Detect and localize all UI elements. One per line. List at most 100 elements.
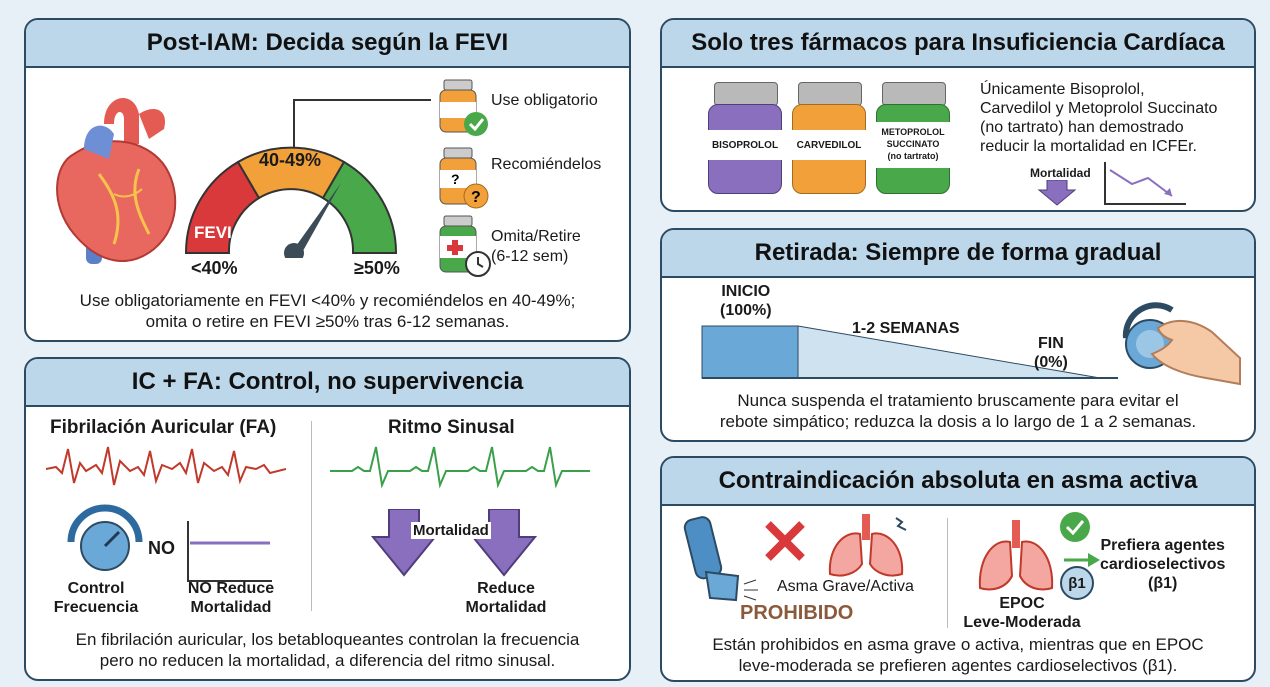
connector-lines [293, 99, 431, 148]
panel-title: Retirada: Siempre de forma gradual [662, 230, 1254, 278]
caption-line: Use obligatoriamente en FEVI <40% y reco… [79, 291, 576, 310]
cross-icon [765, 521, 805, 561]
panel-title: Post-IAM: Decida según la FEVI [26, 20, 629, 68]
panel-caption: Use obligatoriamente en FEVI <40% y reco… [26, 290, 629, 332]
start-label: INICIO (100%) [720, 282, 772, 320]
caption-line: leve-moderada se prefieren agentes cardi… [738, 656, 1178, 675]
bottle-clock-icon [439, 215, 491, 277]
caption-line: rebote simpático; reduzca la dosis a lo … [719, 412, 1197, 431]
prefer-line: cardioselectivos [1100, 556, 1226, 573]
mortality-label: Mortalidad [411, 522, 491, 539]
panel-withdrawal: Retirada: Siempre de forma gradual INICI… [660, 228, 1256, 442]
no-reduce-line: Mortalidad [190, 599, 272, 616]
drugs-text-line: (no tartrato) han demostrado [980, 119, 1184, 136]
end-label: FIN (0%) [1034, 334, 1068, 372]
beta1-badge: β1 [1060, 566, 1094, 600]
drug-label-line: (no tartrato) [887, 151, 939, 161]
declining-chart-icon [1104, 162, 1186, 205]
drugs-text-line: reducir la mortalidad en ICFEr. [980, 138, 1197, 155]
bottle-carvedilol: CARVEDILOL [792, 82, 866, 194]
gauge-fevi-label: FEVI [194, 223, 232, 242]
panel-title: IC + FA: Control, no supervivencia [26, 359, 629, 407]
fevi-gauge [184, 146, 398, 258]
rs-ecg-trace [330, 446, 590, 489]
panel-ic-fa: IC + FA: Control, no supervivencia Fibri… [24, 357, 631, 681]
control-line: Control [67, 580, 125, 597]
down-arrow-icon [1037, 180, 1077, 206]
hand-dial-icon [1122, 302, 1241, 386]
beta1-label: β1 [1068, 574, 1086, 592]
lungs-icon [978, 520, 1054, 591]
panel-post-iam: Post-IAM: Decida según la FEVI 40-49% FE… [24, 18, 631, 342]
bottle-question-icon: ? ? [439, 147, 489, 209]
reduce-line: Reduce [477, 580, 535, 597]
gauge-low-label: <40% [191, 258, 238, 278]
drug-label: CARVEDILOL [792, 130, 866, 160]
svg-text:?: ? [471, 189, 481, 206]
drug-label-line: SUCCINATO [886, 139, 940, 149]
epoc-label: EPOC Leve-Moderada [962, 594, 1082, 632]
gauge-high-label: ≥50% [354, 258, 400, 278]
prefer-line: Prefiera agentes [1100, 537, 1225, 554]
caption-line: omita o retire en FEVI ≥50% tras 6-12 se… [145, 312, 510, 331]
frequency-dial-icon [67, 504, 143, 571]
divider [947, 518, 948, 628]
drugs-text-line: Únicamente Bisoprolol, [980, 81, 1145, 98]
arrow-right-icon [1064, 553, 1100, 567]
option-use: Use obligatorio [491, 92, 598, 109]
bottle-metoprolol: METOPROLOL SUCCINATO (no tartrato) [876, 82, 950, 194]
mortality-down-arrows [371, 509, 538, 577]
prefer-line: (β1) [1148, 575, 1178, 592]
option-omit-weeks: (6-12 sem) [491, 248, 569, 265]
inhaler-icon [683, 516, 758, 602]
reduce-label: Reduce Mortalidad [446, 579, 566, 617]
start-line: INICIO [721, 283, 771, 300]
start-line: (100%) [720, 302, 772, 319]
weeks-label: 1-2 SEMANAS [852, 320, 960, 337]
panel-title: Contraindicación absoluta en asma activa [662, 458, 1254, 506]
panel-asthma: Contraindicación absoluta en asma activa… [660, 456, 1256, 682]
epoc-line: Leve-Moderada [963, 614, 1081, 631]
option-omit: Omita/Retire [491, 228, 581, 245]
bottle-check-icon [439, 79, 488, 136]
panel-caption: En fibrilación auricular, los betabloque… [26, 629, 629, 671]
end-line: FIN [1038, 335, 1064, 352]
no-reduce-line: NO Reduce [187, 580, 275, 597]
reduce-line: Mortalidad [465, 599, 547, 616]
epoc-line: EPOC [999, 595, 1045, 612]
rs-heading: Ritmo Sinusal [388, 417, 515, 438]
drug-label: BISOPROLOL [708, 130, 782, 160]
end-line: (0%) [1034, 354, 1068, 371]
drug-label-line: METOPROLOL [881, 127, 945, 137]
panel-three-drugs: Solo tres fármacos para Insuficiencia Ca… [660, 18, 1256, 212]
svg-text:?: ? [451, 171, 460, 187]
caption-line: Están prohibidos en asma grave o activa,… [712, 635, 1204, 654]
gauge-mid-label: 40-49% [259, 150, 322, 170]
caption-line: pero no reducen la mortalidad, a diferen… [99, 651, 556, 670]
drug-label: METOPROLOL SUCCINATO (no tartrato) [876, 122, 950, 168]
lungs-icon [828, 514, 907, 577]
panel-caption: Nunca suspenda el tratamiento bruscament… [662, 390, 1254, 432]
drugs-text: Únicamente Bisoprolol, Carvedilol y Meto… [980, 80, 1217, 156]
fa-ecg-trace [46, 446, 286, 486]
caption-line: Nunca suspenda el tratamiento bruscament… [737, 391, 1179, 410]
caption-line: En fibrilación auricular, los betabloque… [75, 630, 580, 649]
no-reduce-label: NO Reduce Mortalidad [171, 579, 291, 617]
bottle-bisoprolol: BISOPROLOL [708, 82, 782, 194]
fa-heading: Fibrilación Auricular (FA) [50, 417, 277, 438]
divider [311, 421, 312, 611]
no-label: NO [148, 538, 175, 558]
panel-title: Solo tres fármacos para Insuficiencia Ca… [662, 20, 1254, 68]
prohibited-label: PROHIBIDO [740, 602, 854, 624]
panel-caption: Están prohibidos en asma grave o activa,… [662, 634, 1254, 676]
heart-illustration [56, 97, 177, 264]
mortality-label: Mortalidad [1030, 166, 1091, 180]
control-label: Control Frecuencia [46, 579, 146, 617]
asthma-label: Asma Grave/Activa [777, 578, 914, 595]
prefer-label: Prefiera agentes cardioselectivos (β1) [1100, 536, 1225, 593]
option-recommend: Recomiéndelos [491, 156, 602, 173]
flat-line-chart-icon [187, 521, 272, 582]
check-icon [1060, 512, 1090, 542]
control-line: Frecuencia [53, 599, 139, 616]
taper-diagram [701, 325, 1118, 379]
